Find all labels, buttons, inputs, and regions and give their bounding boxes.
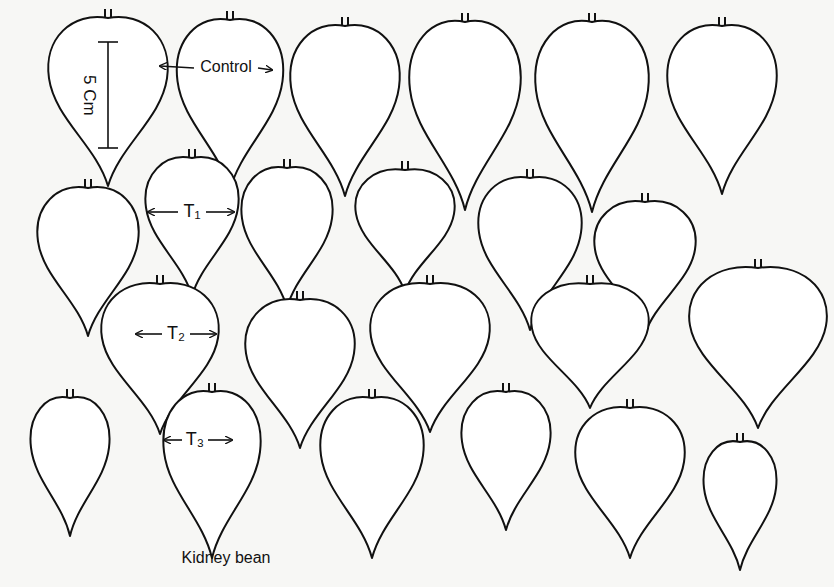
leaf-petiole bbox=[227, 11, 233, 19]
leaf-outline bbox=[163, 391, 260, 558]
leaf-petiole bbox=[402, 161, 408, 169]
leaf-petiole bbox=[642, 193, 648, 201]
leaf-petiole bbox=[85, 179, 91, 187]
dimension-label: 5 Cm bbox=[79, 75, 98, 116]
leaf-outline bbox=[320, 397, 423, 558]
leaf-petiole bbox=[627, 399, 633, 407]
leaf-petiole bbox=[297, 291, 303, 299]
leaf-petiole bbox=[527, 169, 533, 177]
leaf-petiole bbox=[587, 275, 593, 283]
leaf-petiole bbox=[67, 389, 73, 397]
leaf-petiole bbox=[589, 13, 595, 21]
group-label: T₃ bbox=[186, 430, 204, 450]
t3-arrow bbox=[164, 439, 182, 441]
leaf-petiole bbox=[427, 275, 433, 283]
leaf-petiole bbox=[342, 17, 348, 25]
t1-arrow bbox=[148, 211, 178, 213]
annotation-lines bbox=[98, 42, 272, 440]
leaf-petiole bbox=[105, 9, 111, 17]
leaf-outline bbox=[575, 407, 684, 558]
leaf-petiole bbox=[719, 17, 725, 25]
leaf-petiole bbox=[503, 383, 509, 391]
leaf-outline bbox=[48, 17, 168, 186]
leaf-petiole bbox=[462, 13, 468, 21]
control-arrow bbox=[160, 66, 194, 68]
leaf-petiole bbox=[284, 159, 290, 167]
leaf-petiole bbox=[737, 433, 743, 441]
leaf-petiole bbox=[209, 383, 215, 391]
figure-label: Kidney bean bbox=[182, 549, 271, 567]
leaf-petiole bbox=[369, 389, 375, 397]
leaf-outline bbox=[531, 283, 648, 408]
leaf-petiole bbox=[157, 275, 163, 283]
group-label: T₁ bbox=[183, 202, 200, 222]
group-label: T₂ bbox=[167, 324, 185, 344]
t2-arrow bbox=[136, 333, 162, 335]
leaf-petiole bbox=[755, 259, 761, 267]
leaf-outline bbox=[355, 169, 454, 292]
leaf-outline bbox=[704, 441, 777, 570]
group-label: Control bbox=[200, 58, 252, 76]
dimension-bar bbox=[107, 42, 109, 148]
leaf-outline bbox=[689, 267, 827, 428]
leaf-outline bbox=[241, 167, 332, 308]
leaf-outline bbox=[31, 397, 110, 536]
leaf-outline bbox=[461, 391, 550, 530]
leaf-outline bbox=[667, 25, 776, 194]
leaf-petiole bbox=[189, 149, 195, 157]
leaf-outline bbox=[145, 157, 238, 296]
